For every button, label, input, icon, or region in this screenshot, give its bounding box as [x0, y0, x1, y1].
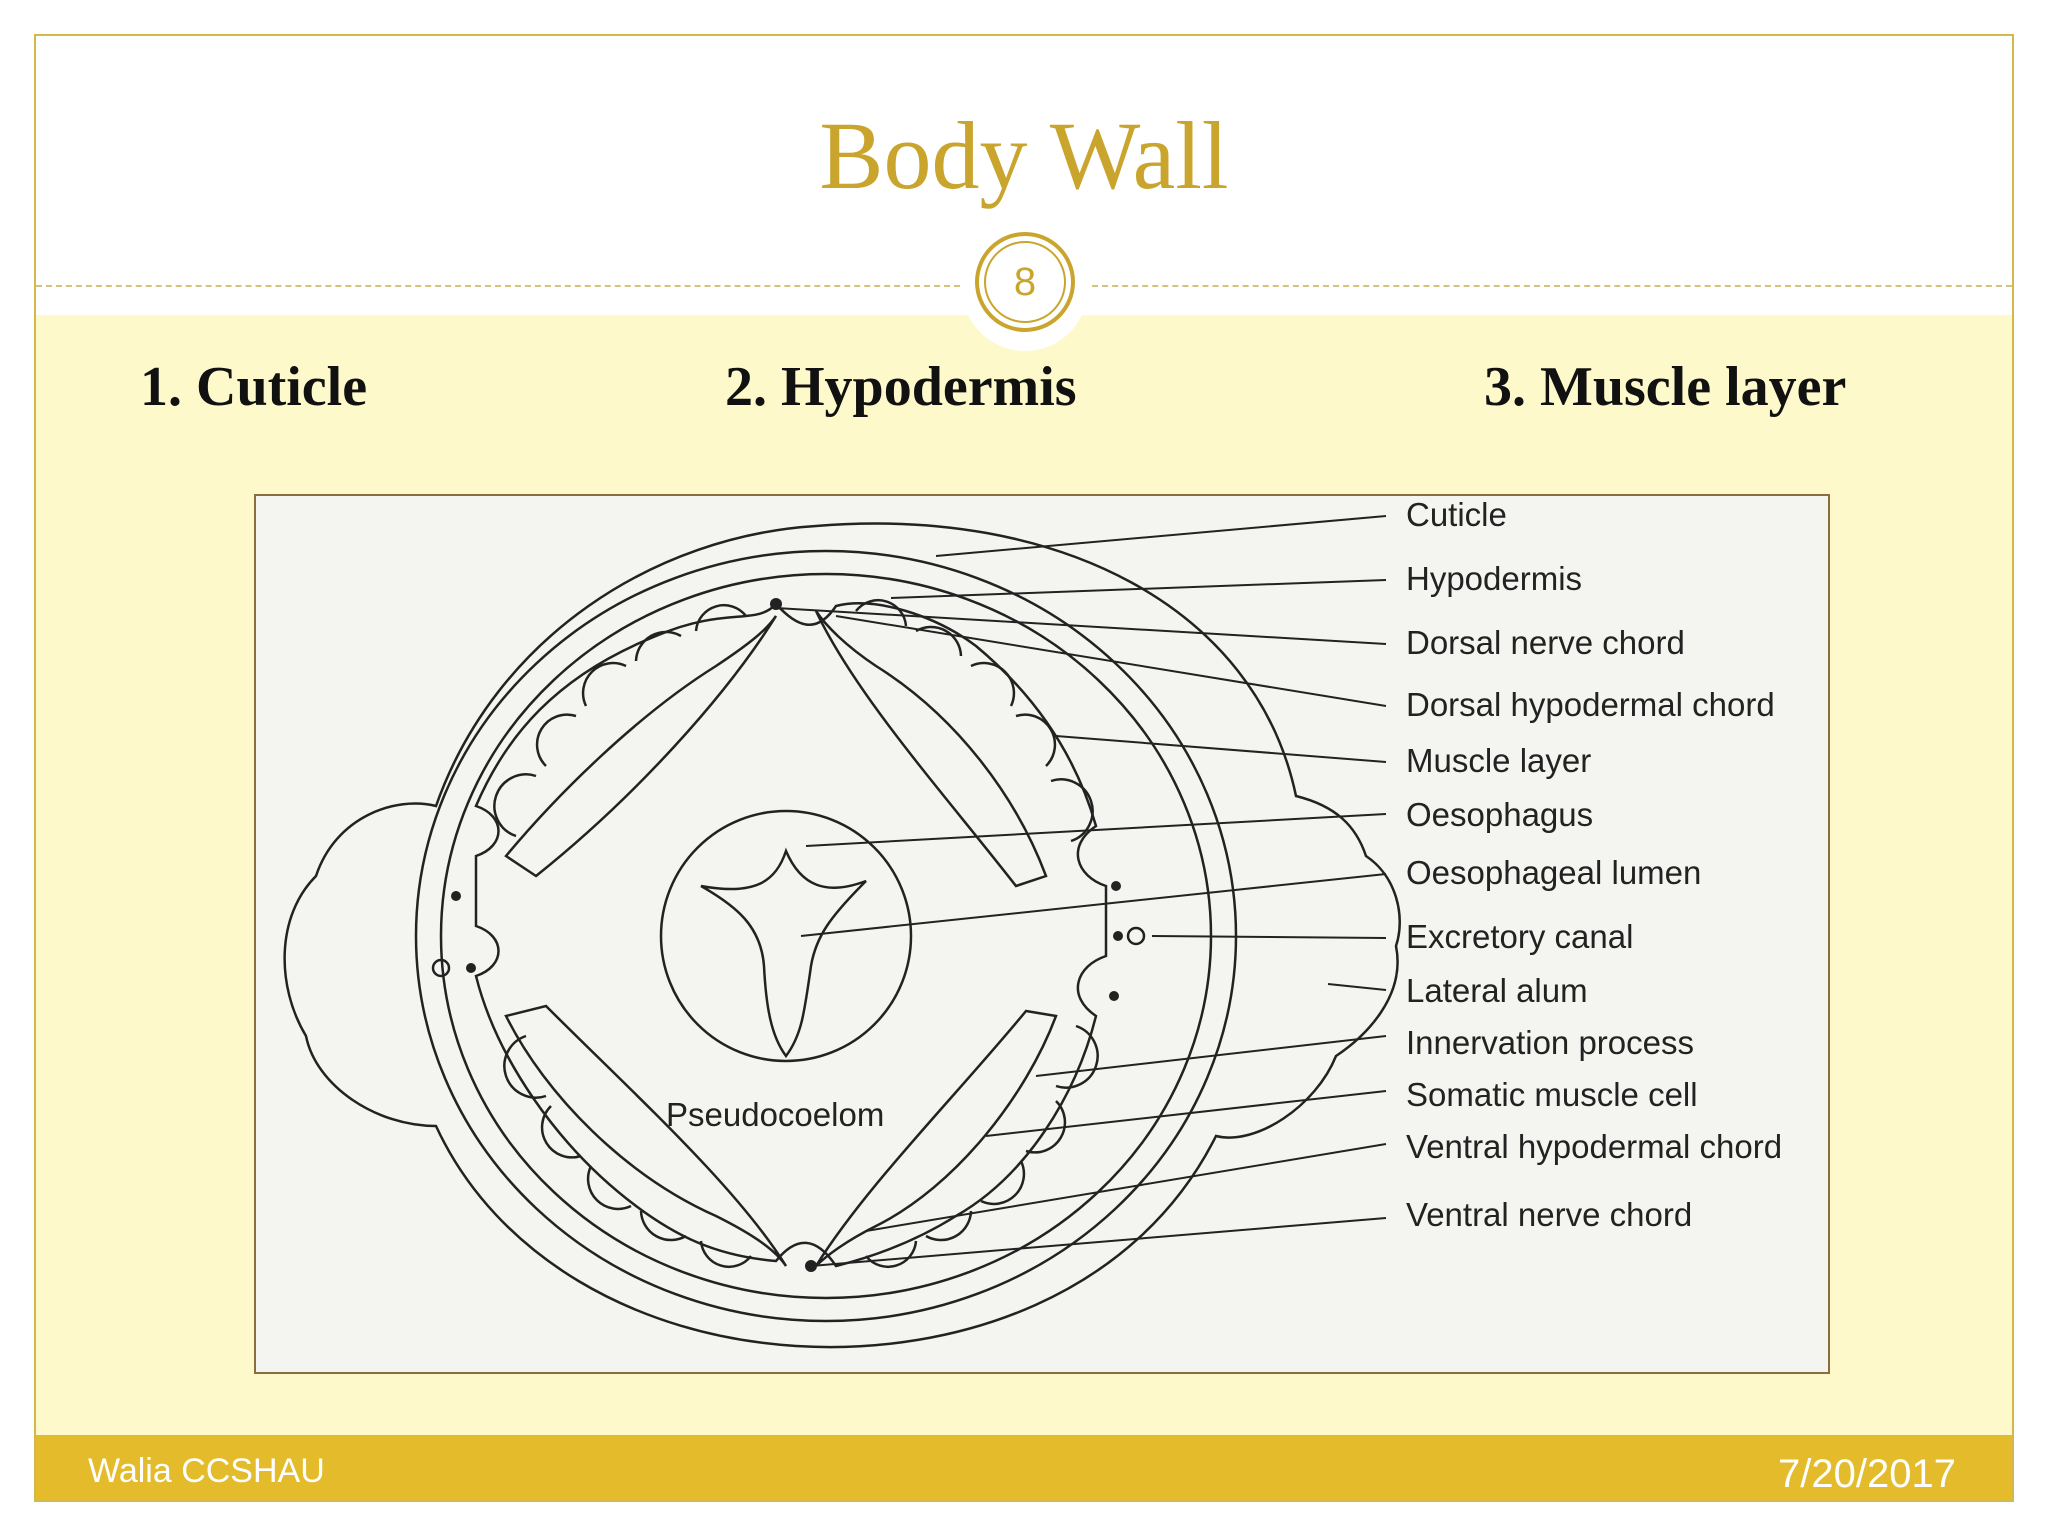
label-cuticle: Cuticle	[1406, 496, 1507, 533]
slide-frame	[34, 34, 2014, 1502]
topic-hypodermis: 2. Hypodermis	[725, 356, 1077, 418]
page-number: 8	[984, 241, 1066, 323]
oesophageal-lumen	[700, 847, 867, 1059]
footer-date: 7/20/2017	[1778, 1452, 1956, 1496]
label-muscle-layer: Muscle layer	[1406, 742, 1591, 779]
label-oesophageal-lumen: Oesophageal lumen	[1406, 854, 1701, 891]
ventral-right-muscle-field	[814, 1009, 1058, 1267]
label-dorsal-nerve-chord: Dorsal nerve chord	[1406, 624, 1685, 661]
topic-muscle-layer: 3. Muscle layer	[1484, 356, 1847, 418]
muscle-cells-dorsal	[493, 598, 1094, 843]
header-divider-right	[1092, 285, 2012, 287]
footer-author: Walia CCSHAU	[88, 1452, 325, 1490]
oesophagus	[659, 809, 913, 1063]
dorsal-right-muscle-field	[814, 610, 1048, 888]
header-divider-left	[36, 285, 960, 287]
ventral-left-muscle-field	[504, 1004, 788, 1267]
label-hypodermis: Hypodermis	[1406, 560, 1582, 597]
label-somatic-muscle-cell: Somatic muscle cell	[1406, 1076, 1698, 1113]
body-wall-diagram: Pseudocoelom Cuticle Hypodermis Dorsal n…	[254, 494, 1830, 1374]
page-number-badge: 8	[975, 232, 1075, 332]
inner-hypodermis-outline	[439, 572, 1213, 1300]
label-ventral-nerve-chord: Ventral nerve chord	[1406, 1196, 1692, 1233]
outer-cuticle-outline	[283, 522, 1401, 1349]
label-oesophagus: Oesophagus	[1406, 796, 1593, 833]
label-ventral-hypodermal-chord: Ventral hypodermal chord	[1406, 1128, 1782, 1165]
pseudocoelom-boundary	[474, 602, 1108, 1268]
cross-section-svg: Pseudocoelom Cuticle Hypodermis Dorsal n…	[283, 496, 1782, 1349]
slide-title: Body Wall	[819, 102, 1229, 209]
muscle-cells-ventral	[503, 1024, 1099, 1269]
label-innervation-process: Innervation process	[1406, 1024, 1694, 1061]
label-dorsal-hypodermal-chord: Dorsal hypodermal chord	[1406, 686, 1775, 723]
dorsal-left-muscle-field	[504, 615, 778, 878]
slide-footer-bar	[36, 1435, 2012, 1500]
topic-cuticle: 1. Cuticle	[140, 356, 368, 418]
label-pseudocoelom: Pseudocoelom	[666, 1096, 884, 1133]
label-excretory-canal: Excretory canal	[1406, 918, 1633, 955]
label-lateral-alum: Lateral alum	[1406, 972, 1588, 1009]
